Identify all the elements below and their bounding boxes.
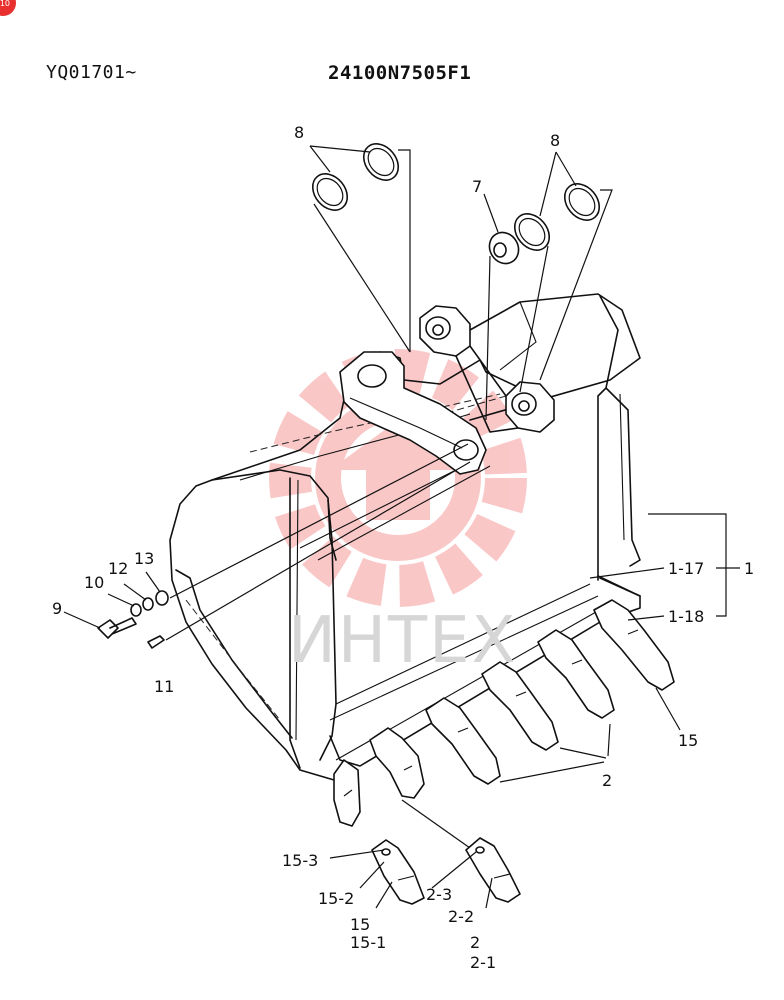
callout-1-18: 1-18 (668, 607, 704, 626)
bucket-teeth (333, 599, 675, 827)
callout-7: 7 (472, 177, 482, 196)
o-ring-right-pair (513, 183, 601, 251)
tooth-15-detail (371, 839, 425, 905)
callout-1-17: 1-17 (668, 559, 704, 578)
callout-2-detail: 2 (470, 933, 480, 952)
callout-15-3: 15-3 (282, 851, 318, 870)
callout-labels: 8 8 7 13 12 10 9 11 1-17 1 1-18 15 2 15-… (52, 123, 754, 972)
tooth (593, 599, 675, 691)
tooth-2-detail (465, 837, 521, 903)
callout-13: 13 (134, 549, 154, 568)
part-number: 24100N7505F1 (328, 62, 472, 84)
tooth (425, 697, 501, 785)
tooth (537, 629, 615, 719)
callout-9: 9 (52, 599, 62, 618)
callout-10: 10 (84, 573, 104, 592)
bolt-9 (97, 617, 137, 639)
leader-lines-top (309, 145, 613, 421)
serial-range: YQ01701~ (46, 62, 137, 83)
washer-7 (488, 231, 520, 265)
callout-15-2: 15-2 (318, 889, 354, 908)
callout-12: 12 (108, 559, 128, 578)
callout-15: 15 (678, 731, 698, 750)
callout-8-left: 8 (294, 123, 304, 142)
leader-lines-teeth (401, 513, 740, 849)
watermark-text: ИНТЕХ (288, 604, 518, 678)
callout-1: 1 (744, 559, 754, 578)
hinge-boss-left (419, 305, 471, 357)
callout-15-detail: 15 (350, 915, 370, 934)
callout-2-3: 2-3 (426, 885, 452, 904)
corner-badge: 10 (0, 0, 16, 16)
leader-lines-detail (329, 849, 493, 909)
callout-15-1: 15-1 (350, 933, 386, 952)
callout-11: 11 (154, 677, 174, 696)
hinge-boss-right (455, 345, 555, 433)
washer-12 (142, 597, 154, 611)
tooth (333, 759, 361, 827)
o-ring-left-pair (311, 143, 400, 211)
washer-10 (130, 603, 142, 617)
leader-lines-hardware (63, 443, 471, 641)
tooth (481, 661, 559, 751)
pin-11 (147, 635, 165, 649)
left-bracket (339, 351, 487, 475)
callout-2-2: 2-2 (448, 907, 474, 926)
callout-8-right: 8 (550, 131, 560, 150)
callout-2: 2 (602, 771, 612, 790)
tooth (369, 727, 425, 799)
callout-2-1: 2-1 (470, 953, 496, 972)
washer-13 (155, 590, 169, 606)
